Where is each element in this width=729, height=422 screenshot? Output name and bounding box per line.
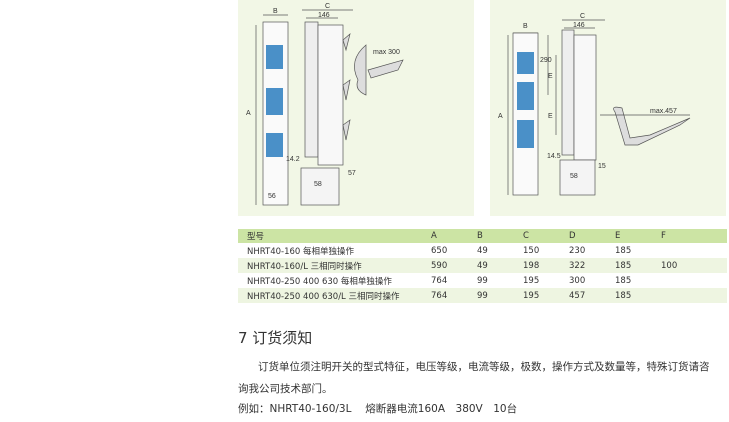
dim-146: 146 (573, 22, 585, 29)
cell: 99 (477, 275, 488, 286)
cell: 150 (523, 245, 540, 256)
dim-c: C (580, 13, 585, 20)
dim-b: B (523, 23, 528, 30)
dim-x2: 15 (598, 163, 606, 170)
dimension-drawing-left: B C 146 A max 300 14.2 57 58 56 (238, 0, 474, 216)
section-title: 7 订货须知 (238, 329, 313, 347)
cell: 195 (523, 288, 569, 303)
cell: 300 (569, 275, 586, 286)
dim-a: A (498, 113, 503, 120)
cell: 764 (431, 275, 448, 286)
header-b: B (477, 229, 523, 243)
table-row: NHRT40-160 每相单独操作 650 49 150 230 185 (238, 243, 727, 258)
header-f: F (661, 229, 727, 243)
ordering-example: 例如：NHRT40-160/3L 熔断器电流160A 380V 10台 (238, 403, 518, 415)
cell: NHRT40-160/L 三相同时操作 (238, 258, 431, 273)
cell: 195 (523, 275, 540, 286)
table-header: 型号 A B C D E F (238, 229, 727, 243)
header-a: A (431, 229, 477, 243)
cell: 49 (477, 245, 488, 256)
ordering-text-line1: 订货单位须注明开关的型式特征，电压等级，电流等级，极数，操作方式及数量等，特殊订… (258, 361, 710, 373)
cell: 185 (615, 258, 661, 273)
dim-x1: 14.5 (547, 153, 561, 160)
ordering-text-line2: 询我公司技术部门。 (238, 383, 333, 395)
cell: 99 (477, 288, 523, 303)
dim-x3: 58 (570, 173, 578, 180)
cell: 230 (569, 245, 586, 256)
cell: 322 (569, 258, 615, 273)
cell: 198 (523, 258, 569, 273)
dim-e2: E (548, 113, 553, 120)
dim-b: B (273, 8, 278, 15)
cell: NHRT40-250 400 630/L 三相同时操作 (238, 288, 431, 303)
cell (661, 273, 727, 288)
cell: 100 (661, 258, 727, 273)
cell: 590 (431, 258, 477, 273)
header-e: E (615, 229, 661, 243)
dim-x1: 14.2 (286, 156, 300, 163)
header-d: D (569, 229, 615, 243)
cell: 185 (615, 245, 632, 256)
cell (661, 243, 727, 258)
dim-max: max.457 (650, 108, 677, 115)
header-model: 型号 (238, 229, 431, 243)
dim-290: 290 (540, 57, 552, 64)
cell: 457 (569, 288, 615, 303)
header-c: C (523, 229, 569, 243)
dim-e1: E (548, 73, 553, 80)
dim-x3: 58 (314, 181, 322, 188)
dimension-drawing-right: B C 146 A 290 E E max.457 14.5 15 58 (490, 0, 726, 216)
dim-146: 146 (318, 12, 330, 19)
cell: 650 (431, 245, 448, 256)
cell: 49 (477, 258, 523, 273)
dim-max: max 300 (373, 49, 400, 56)
cell: 185 (615, 275, 632, 286)
cell: NHRT40-160 每相单独操作 (247, 246, 355, 257)
table-row: NHRT40-250 400 630 每相单独操作 764 99 195 300 185 (238, 273, 727, 288)
cell: 764 (431, 288, 477, 303)
cell: 185 (615, 288, 661, 303)
cell: NHRT40-250 400 630 每相单独操作 (247, 276, 392, 287)
dim-c: C (325, 3, 330, 10)
dim-x4: 56 (268, 193, 276, 200)
dim-a: A (246, 110, 251, 117)
cell (661, 288, 727, 303)
dim-x2: 57 (348, 170, 356, 177)
